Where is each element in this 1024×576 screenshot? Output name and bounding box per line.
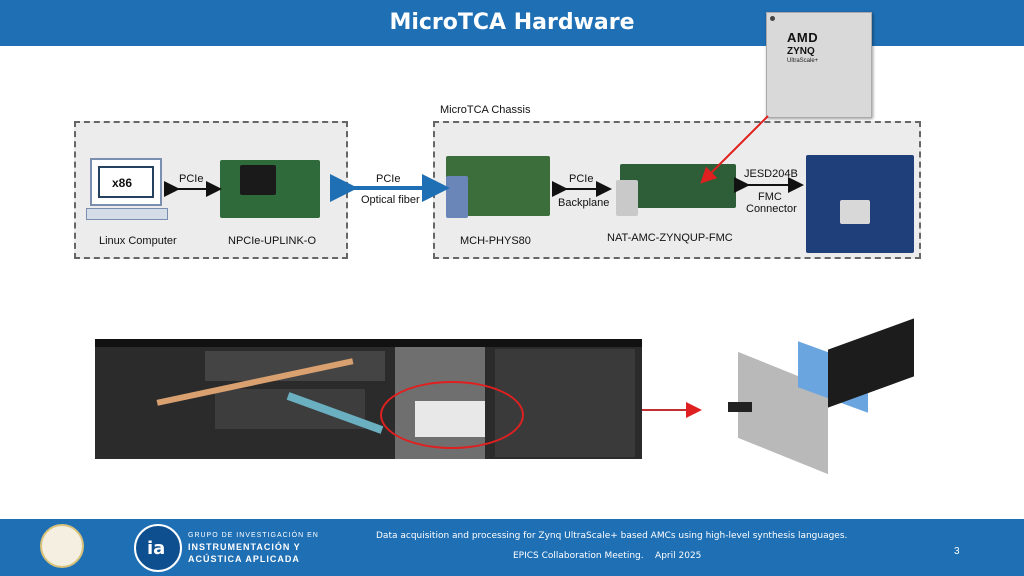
chip-product: ZYNQ [787, 46, 815, 57]
chip-pointer-arrow [700, 115, 769, 184]
footer-talk-title: Data acquisition and processing for Zynq… [376, 531, 848, 541]
npcie-heatsink [240, 165, 276, 195]
pin1-marker [770, 16, 775, 21]
fmc-shield [840, 200, 870, 224]
monitor-icon [90, 158, 162, 206]
group-logo: ia [134, 524, 182, 572]
backplane-label: Backplane [558, 197, 610, 209]
mch-faceplate [446, 176, 468, 218]
chip-brand: AMD [787, 30, 819, 45]
page-title: MicroTCA Hardware [389, 10, 635, 35]
group-logo-text: ia [147, 538, 166, 559]
connector-label: Connector [746, 203, 797, 215]
chip-family: UltraScale+ [787, 58, 819, 64]
amc-module-photo [728, 318, 918, 475]
nat-faceplate [616, 180, 638, 216]
chassis-photo [95, 339, 642, 459]
linux-computer-label: Linux Computer [99, 235, 177, 247]
chassis-label: MicroTCA Chassis [440, 104, 531, 116]
group-line2: INSTRUMENTACIÓN Y [188, 542, 301, 552]
university-seal-logo [40, 524, 84, 568]
zynq-chip-image: AMD ZYNQ UltraScale+ [766, 12, 872, 118]
keyboard-icon [86, 208, 168, 220]
page-number: 3 [954, 546, 960, 557]
footer-event: EPICS Collaboration Meeting. April 2025 [513, 551, 702, 561]
npcie-label: NPCIe-UPLINK-O [228, 235, 317, 247]
group-line1: GRUPO DE INVESTIGACIÓN EN [188, 532, 319, 539]
cpu-label: x86 [112, 176, 133, 190]
mch-label: MCH-PHYS80 [460, 235, 531, 247]
group-line3: ACÚSTICA APLICADA [188, 554, 300, 564]
fmc-label: FMC [758, 191, 782, 203]
nat-label: NAT-AMC-ZYNQUP-FMC [607, 232, 733, 244]
